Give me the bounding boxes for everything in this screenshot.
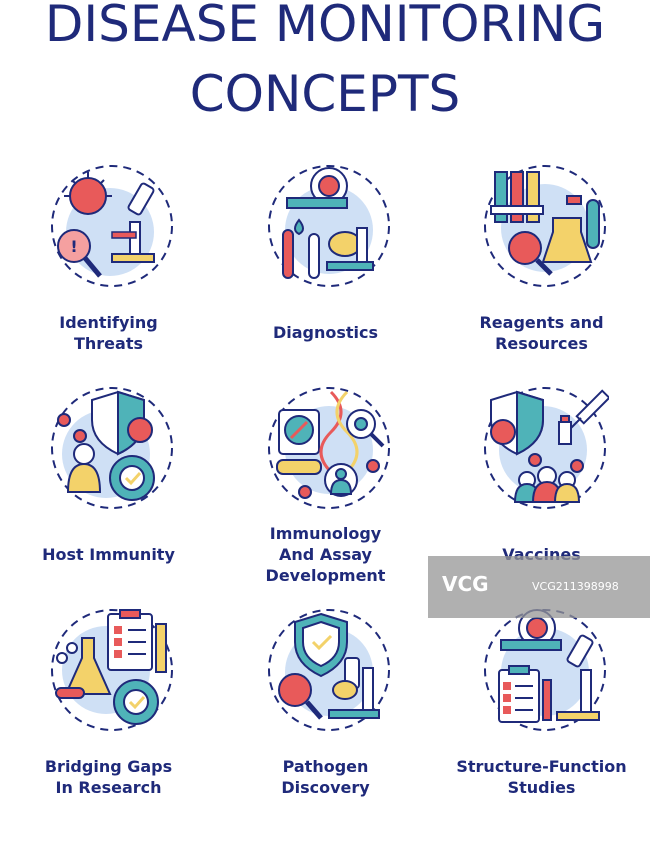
label-pathogen-discovery: Pathogen Discovery xyxy=(281,757,370,797)
shield-virus-microscope-icon xyxy=(268,609,390,731)
label-reagents-and-resources: Reagents and Resources xyxy=(479,313,604,353)
dna-eye-petri-icon xyxy=(268,387,390,509)
label-bridging-gaps-in-research: Bridging Gaps In Research xyxy=(44,757,173,797)
concept-pathogen-discovery: Pathogen Discovery xyxy=(217,606,434,842)
label-immunology-and-assay-development: Immunology And Assay Development xyxy=(265,524,386,585)
scanner-clipboard-microscope-icon xyxy=(484,609,606,731)
concept-diagnostics: Diagnostics xyxy=(217,162,434,398)
shield-person-gear-icon xyxy=(51,387,173,509)
page-title-line-1: DISEASE MONITORING xyxy=(44,0,606,53)
virus-magnifier-microscope-icon: ! xyxy=(51,165,173,287)
svg-text:!: ! xyxy=(70,237,77,256)
ct-scanner-lab-icon xyxy=(268,165,390,287)
concept-immunology-and-assay-development: Immunology And Assay Development xyxy=(217,384,434,620)
concept-bridging-gaps-in-research: Bridging Gaps In Research xyxy=(0,606,217,842)
test-tubes-flask-icon xyxy=(484,165,606,287)
label-structure-function-studies: Structure-Function Studies xyxy=(456,757,627,797)
concept-identifying-threats: ! Identifying Threats xyxy=(0,162,217,398)
label-host-immunity: Host Immunity xyxy=(42,545,175,564)
watermark: VCG VCG211398998 xyxy=(428,556,650,618)
concept-structure-function-studies: Structure-Function Studies xyxy=(433,606,650,842)
watermark-logo: VCG xyxy=(442,572,489,596)
label-diagnostics: Diagnostics xyxy=(272,323,379,342)
label-identifying-threats: Identifying Threats xyxy=(59,313,158,353)
concept-host-immunity: Host Immunity xyxy=(0,384,217,620)
concept-reagents-and-resources: Reagents and Resources xyxy=(433,162,650,398)
clipboard-flask-gear-icon xyxy=(51,609,173,731)
page-title-line-2: CONCEPTS xyxy=(189,65,461,123)
shield-syringe-people-icon xyxy=(484,387,609,509)
watermark-text: VCG211398998 xyxy=(532,580,619,593)
